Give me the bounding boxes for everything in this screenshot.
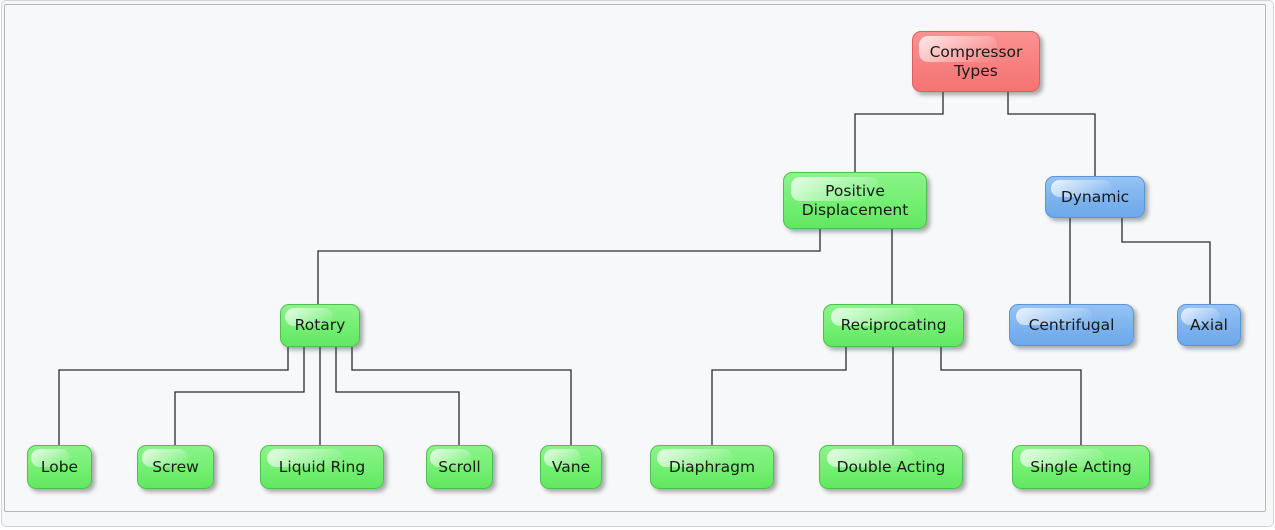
node-liquid-ring: Liquid Ring bbox=[260, 445, 384, 489]
node-label: Diaphragm bbox=[668, 457, 756, 476]
node-compressor-types: Compressor Types bbox=[912, 31, 1040, 92]
edge-reciprocating-single-acting bbox=[940, 347, 1082, 445]
edge-root-dynamic bbox=[1007, 92, 1096, 176]
edge-rotary-vane bbox=[351, 347, 572, 445]
node-axial: Axial bbox=[1177, 304, 1241, 346]
node-double-acting: Double Acting bbox=[819, 445, 963, 489]
node-reciprocating: Reciprocating bbox=[823, 304, 964, 347]
node-lobe: Lobe bbox=[27, 445, 92, 489]
node-label: Reciprocating bbox=[840, 316, 947, 335]
edge-reciprocating-diaphragm bbox=[711, 347, 847, 445]
node-label: Positive Displacement bbox=[801, 181, 909, 219]
edge-rotary-screw bbox=[174, 347, 305, 445]
node-positive-displacement: Positive Displacement bbox=[783, 172, 927, 229]
node-label: Liquid Ring bbox=[278, 457, 366, 476]
node-label: Centrifugal bbox=[1028, 315, 1115, 334]
node-label: Scroll bbox=[438, 457, 481, 476]
node-single-acting: Single Acting bbox=[1012, 445, 1150, 489]
node-dynamic: Dynamic bbox=[1045, 176, 1145, 218]
edge-pd-rotary bbox=[317, 229, 821, 304]
node-vane: Vane bbox=[540, 445, 602, 489]
diagram-panel bbox=[4, 4, 1266, 512]
node-centrifugal: Centrifugal bbox=[1009, 304, 1134, 346]
node-label: Single Acting bbox=[1030, 457, 1132, 476]
node-label: Compressor Types bbox=[929, 42, 1023, 80]
edge-dynamic-axial bbox=[1121, 218, 1211, 304]
node-diaphragm: Diaphragm bbox=[650, 445, 774, 489]
node-label: Rotary bbox=[294, 316, 346, 335]
node-screw: Screw bbox=[137, 445, 214, 489]
node-label: Dynamic bbox=[1060, 187, 1130, 206]
node-label: Screw bbox=[152, 457, 199, 476]
node-label: Vane bbox=[551, 457, 591, 476]
edge-rotary-lobe bbox=[58, 347, 289, 445]
edge-root-positive-displacement bbox=[854, 92, 944, 172]
node-label: Lobe bbox=[40, 457, 79, 476]
edge-rotary-scroll bbox=[335, 347, 460, 445]
node-label: Axial bbox=[1190, 315, 1228, 334]
node-rotary: Rotary bbox=[280, 304, 360, 347]
node-scroll: Scroll bbox=[426, 445, 493, 489]
node-label: Double Acting bbox=[836, 457, 946, 476]
